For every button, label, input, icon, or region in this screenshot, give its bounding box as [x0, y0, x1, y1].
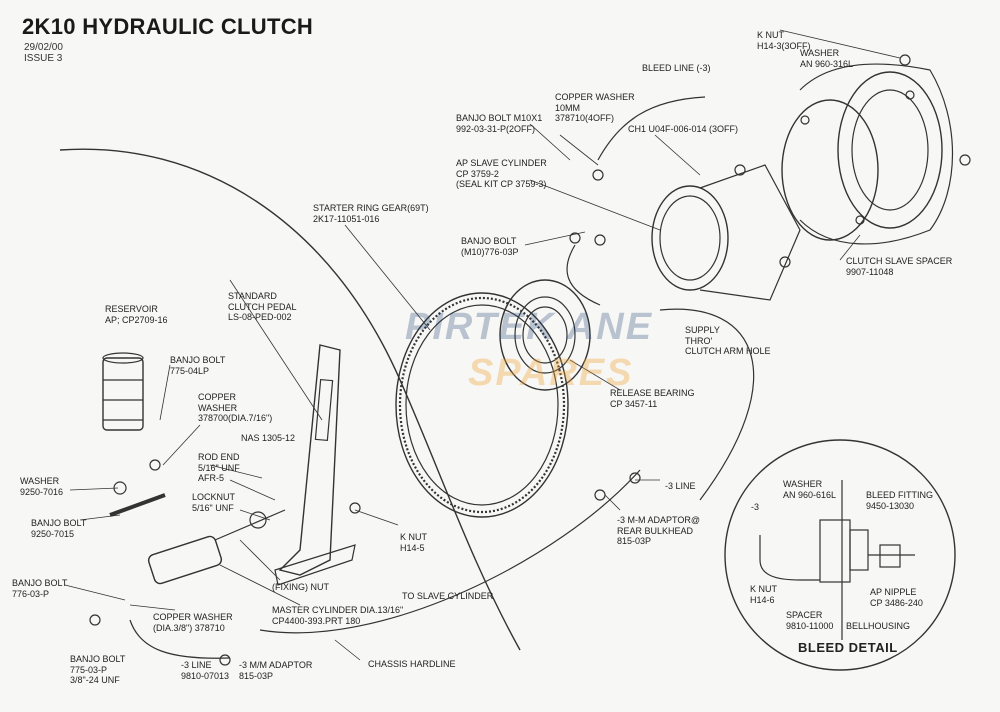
- callout-rod-end: ROD END 5/16" UNF AFR-5: [198, 452, 240, 483]
- callout-bleed-line: BLEED LINE (-3): [642, 63, 711, 73]
- callout-supply: SUPPLY THRO' CLUTCH ARM HOLE: [685, 325, 771, 356]
- callout-banjo-bolt-m10b: BANJO BOLT (M10)776-03P: [461, 236, 519, 257]
- leader-lines: [64, 29, 901, 661]
- callout-to-slave: TO SLAVE CYLINDER: [402, 591, 494, 601]
- supply-thro-curve: [659, 308, 755, 501]
- callout-chassis: CHASSIS HARDLINE: [368, 659, 456, 669]
- drawing-date: 29/02/00: [24, 42, 63, 53]
- callout-banjo-bolt-m10: BANJO BOLT M10X1 992-03-31-P(2off): [456, 113, 543, 134]
- chassis-hardline: [129, 619, 231, 659]
- reservoir: [102, 352, 144, 431]
- callout-slave-cylinder: AP SLAVE CYLINDER CP 3759-2 (SEAL KIT CP…: [456, 158, 547, 189]
- to-slave-line: [259, 469, 641, 634]
- callout-master-cyl: MASTER CYLINDER DIA.13/16" CP4400-393.PR…: [272, 605, 404, 626]
- slave-cylinder: [651, 164, 801, 301]
- bleed-detail-frame: [724, 439, 956, 671]
- callout-pedal: STANDARD CLUTCH PEDAL LS-08-PED-002: [228, 291, 297, 322]
- watermark-line2: SPARES: [468, 352, 634, 394]
- callout-fixing-nut: (FIXING) NUT: [272, 582, 329, 592]
- callout-fitting: BLEED FITTING 9450-13030: [866, 490, 934, 511]
- callout-copper-washer-mid: COPPER WASHER 378700(DIA.7/16"): [198, 392, 273, 423]
- starter-ring-gear: [395, 292, 569, 518]
- callout-ch1: CH1 U04F-006-014 (3off): [628, 124, 739, 134]
- bleed-detail-parts: [759, 480, 915, 640]
- callout-nas: NAS 1305-12: [241, 433, 296, 443]
- drawing-issue: ISSUE 3: [24, 53, 63, 64]
- watermark-line1: PIRTEK ANE: [405, 306, 654, 348]
- callout-ring-gear: STARTER RING GEAR(69T) 2K17-11051-016: [313, 203, 429, 224]
- callout-release-bearing: RELEASE BEARING CP 3457-11: [610, 388, 695, 409]
- supply-hose: [566, 244, 601, 306]
- callout-line-tag: -3: [751, 502, 760, 512]
- callout-k-nut-mid: K NUT H14-5: [400, 532, 427, 553]
- callout-washer: WASHER AN 960-616L: [783, 479, 837, 500]
- release-bearing: [499, 279, 591, 391]
- banjo-arm: [109, 493, 166, 517]
- callout-copper-washer-bot: COPPER WASHER (DIA.3/8") 378710: [153, 612, 233, 633]
- callout-nipple: AP NIPPLE CP 3486-240: [870, 587, 923, 608]
- callout-copper-washer-top: COPPER WASHER 10mm 378710(4off): [555, 92, 635, 123]
- callout-banjo-bolt-776: BANJO BOLT 776-03-P: [12, 578, 68, 599]
- callout-line3-right: -3 LINE: [665, 481, 696, 491]
- bellhousing-outline: [59, 148, 521, 651]
- page-title: 2K10 HYDRAULIC CLUTCH: [22, 14, 314, 39]
- callout-adaptor-bot: -3 M/M ADAPTOR 815-03P: [239, 660, 313, 681]
- callout-locknut: LOCKNUT 5/16" UNF: [192, 492, 236, 513]
- callout-banjo-bolt-bot: BANJO BOLT 775-03-P 3/8"-24 UNF: [70, 654, 126, 685]
- callout-spacer: CLUTCH SLAVE SPACER 9907-11048: [846, 256, 953, 277]
- callout-knut: K NUT H14-6: [750, 584, 777, 605]
- callout-washer-top: WASHER AN 960-316L: [800, 48, 854, 69]
- bleed-line: [597, 96, 706, 161]
- callout-reservoir: RESERVOIR AP; CP2709-16: [105, 304, 168, 325]
- bleed-detail-title: BLEED DETAIL: [798, 640, 898, 655]
- clutch-slave-spacer: [781, 63, 954, 245]
- master-cylinder: [147, 509, 286, 585]
- clutch-pedal: [274, 344, 356, 586]
- callout-k-nut-top: K NUT H14-3(3off): [757, 30, 811, 51]
- callout-line3-bot: -3 LINE 9810-07013: [181, 660, 230, 681]
- callout-adaptor-bulkhead: -3 M-M ADAPTOR@ REAR BULKHEAD 815-03P: [617, 515, 700, 546]
- callout-washer-left: WASHER 9250-7016: [20, 476, 64, 497]
- callout-bellhousing: BELLHOUSING: [846, 621, 911, 631]
- callout-spacer: SPACER 9810-11000: [786, 610, 834, 631]
- callout-banjo-bolt-775: BANJO BOLT 775-04LP: [170, 355, 226, 376]
- callout-banjo-bolt-9250: BANJO BOLT 9250-7015: [31, 518, 87, 539]
- fasteners: [89, 54, 971, 666]
